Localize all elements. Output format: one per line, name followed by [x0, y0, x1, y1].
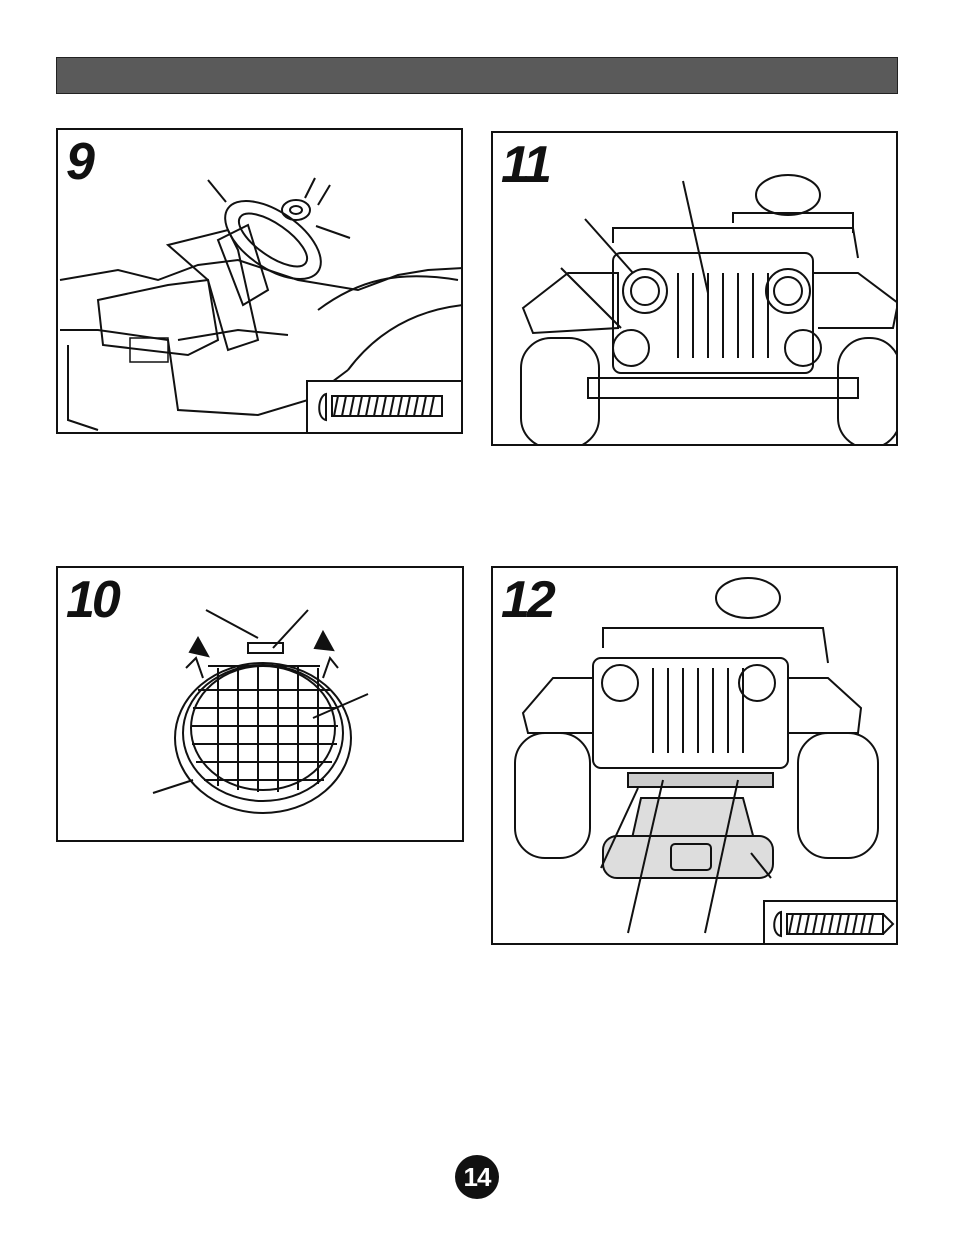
screw-detail-box	[306, 380, 463, 434]
screw-icon	[308, 382, 461, 432]
step-11-panel: 11	[491, 131, 898, 446]
headlight-lens-illustration	[58, 568, 464, 842]
screw-icon	[765, 902, 898, 945]
step-10-panel: 10	[56, 566, 464, 842]
screw-detail-box	[763, 900, 898, 945]
vehicle-front-illustration	[493, 133, 898, 446]
step-12-panel: 12	[491, 566, 898, 945]
section-header-bar	[56, 57, 898, 94]
step-9-panel: 9	[56, 128, 463, 434]
bumper-assembly-illustration	[493, 568, 898, 945]
page-number-badge: 14	[455, 1155, 499, 1199]
